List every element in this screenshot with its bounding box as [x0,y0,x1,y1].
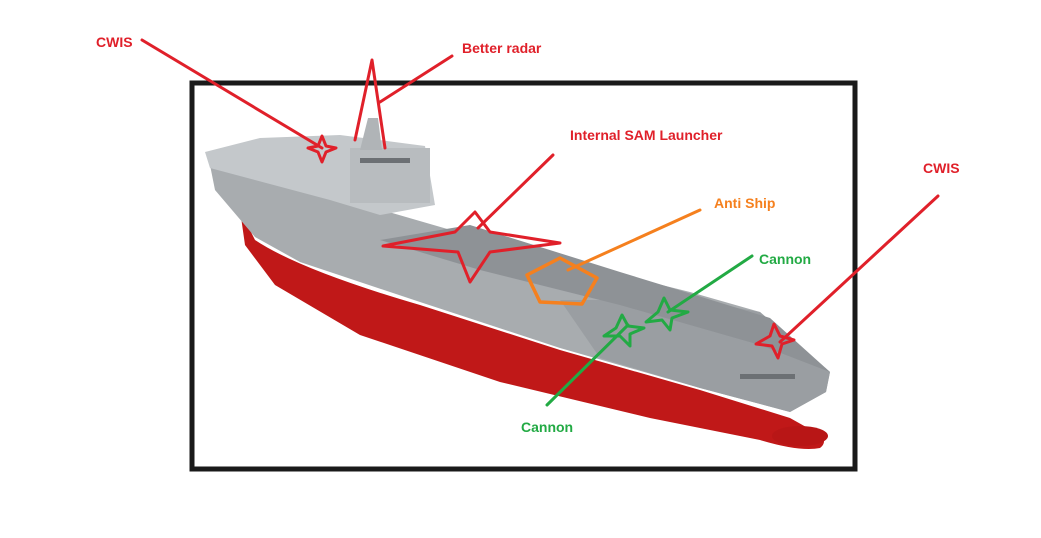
bridge-window-strip [360,158,410,163]
cannon-upper-leader [666,254,754,314]
cannon-lower-leader [545,323,630,407]
sam-leader [476,153,555,230]
antiship-leader [566,208,702,272]
label-cannon-lower: Cannon [521,419,574,435]
annotations [140,38,940,407]
radar-leader-line [378,54,454,104]
label-better-radar: Better radar [462,40,542,56]
ship-illustration [205,118,830,449]
cannon-upper-star [644,296,690,332]
label-cwis-right: CWIS [923,160,960,176]
label-anti-ship: Anti Ship [714,195,776,211]
label-cannon-upper: Cannon [759,251,812,267]
label-internal-sam-launcher: Internal SAM Launcher [570,127,723,143]
antiship-pentagon [525,256,599,306]
bow-window-strip [740,374,795,379]
cwis-left-star [306,134,338,164]
cannon-lower-star [602,313,646,348]
radar-leader [353,58,387,150]
superstructure-block [350,148,430,203]
cwis-right-leader [778,194,940,344]
label-cwis-left: CWIS [96,34,133,50]
bulbous-bow [772,426,828,446]
ship-hull-red [240,210,824,449]
ship-mast [360,118,382,150]
sam-star [381,210,562,284]
ship-deck [380,225,830,372]
cwis-left-leader [140,38,324,150]
cwis-right-star [754,322,796,360]
